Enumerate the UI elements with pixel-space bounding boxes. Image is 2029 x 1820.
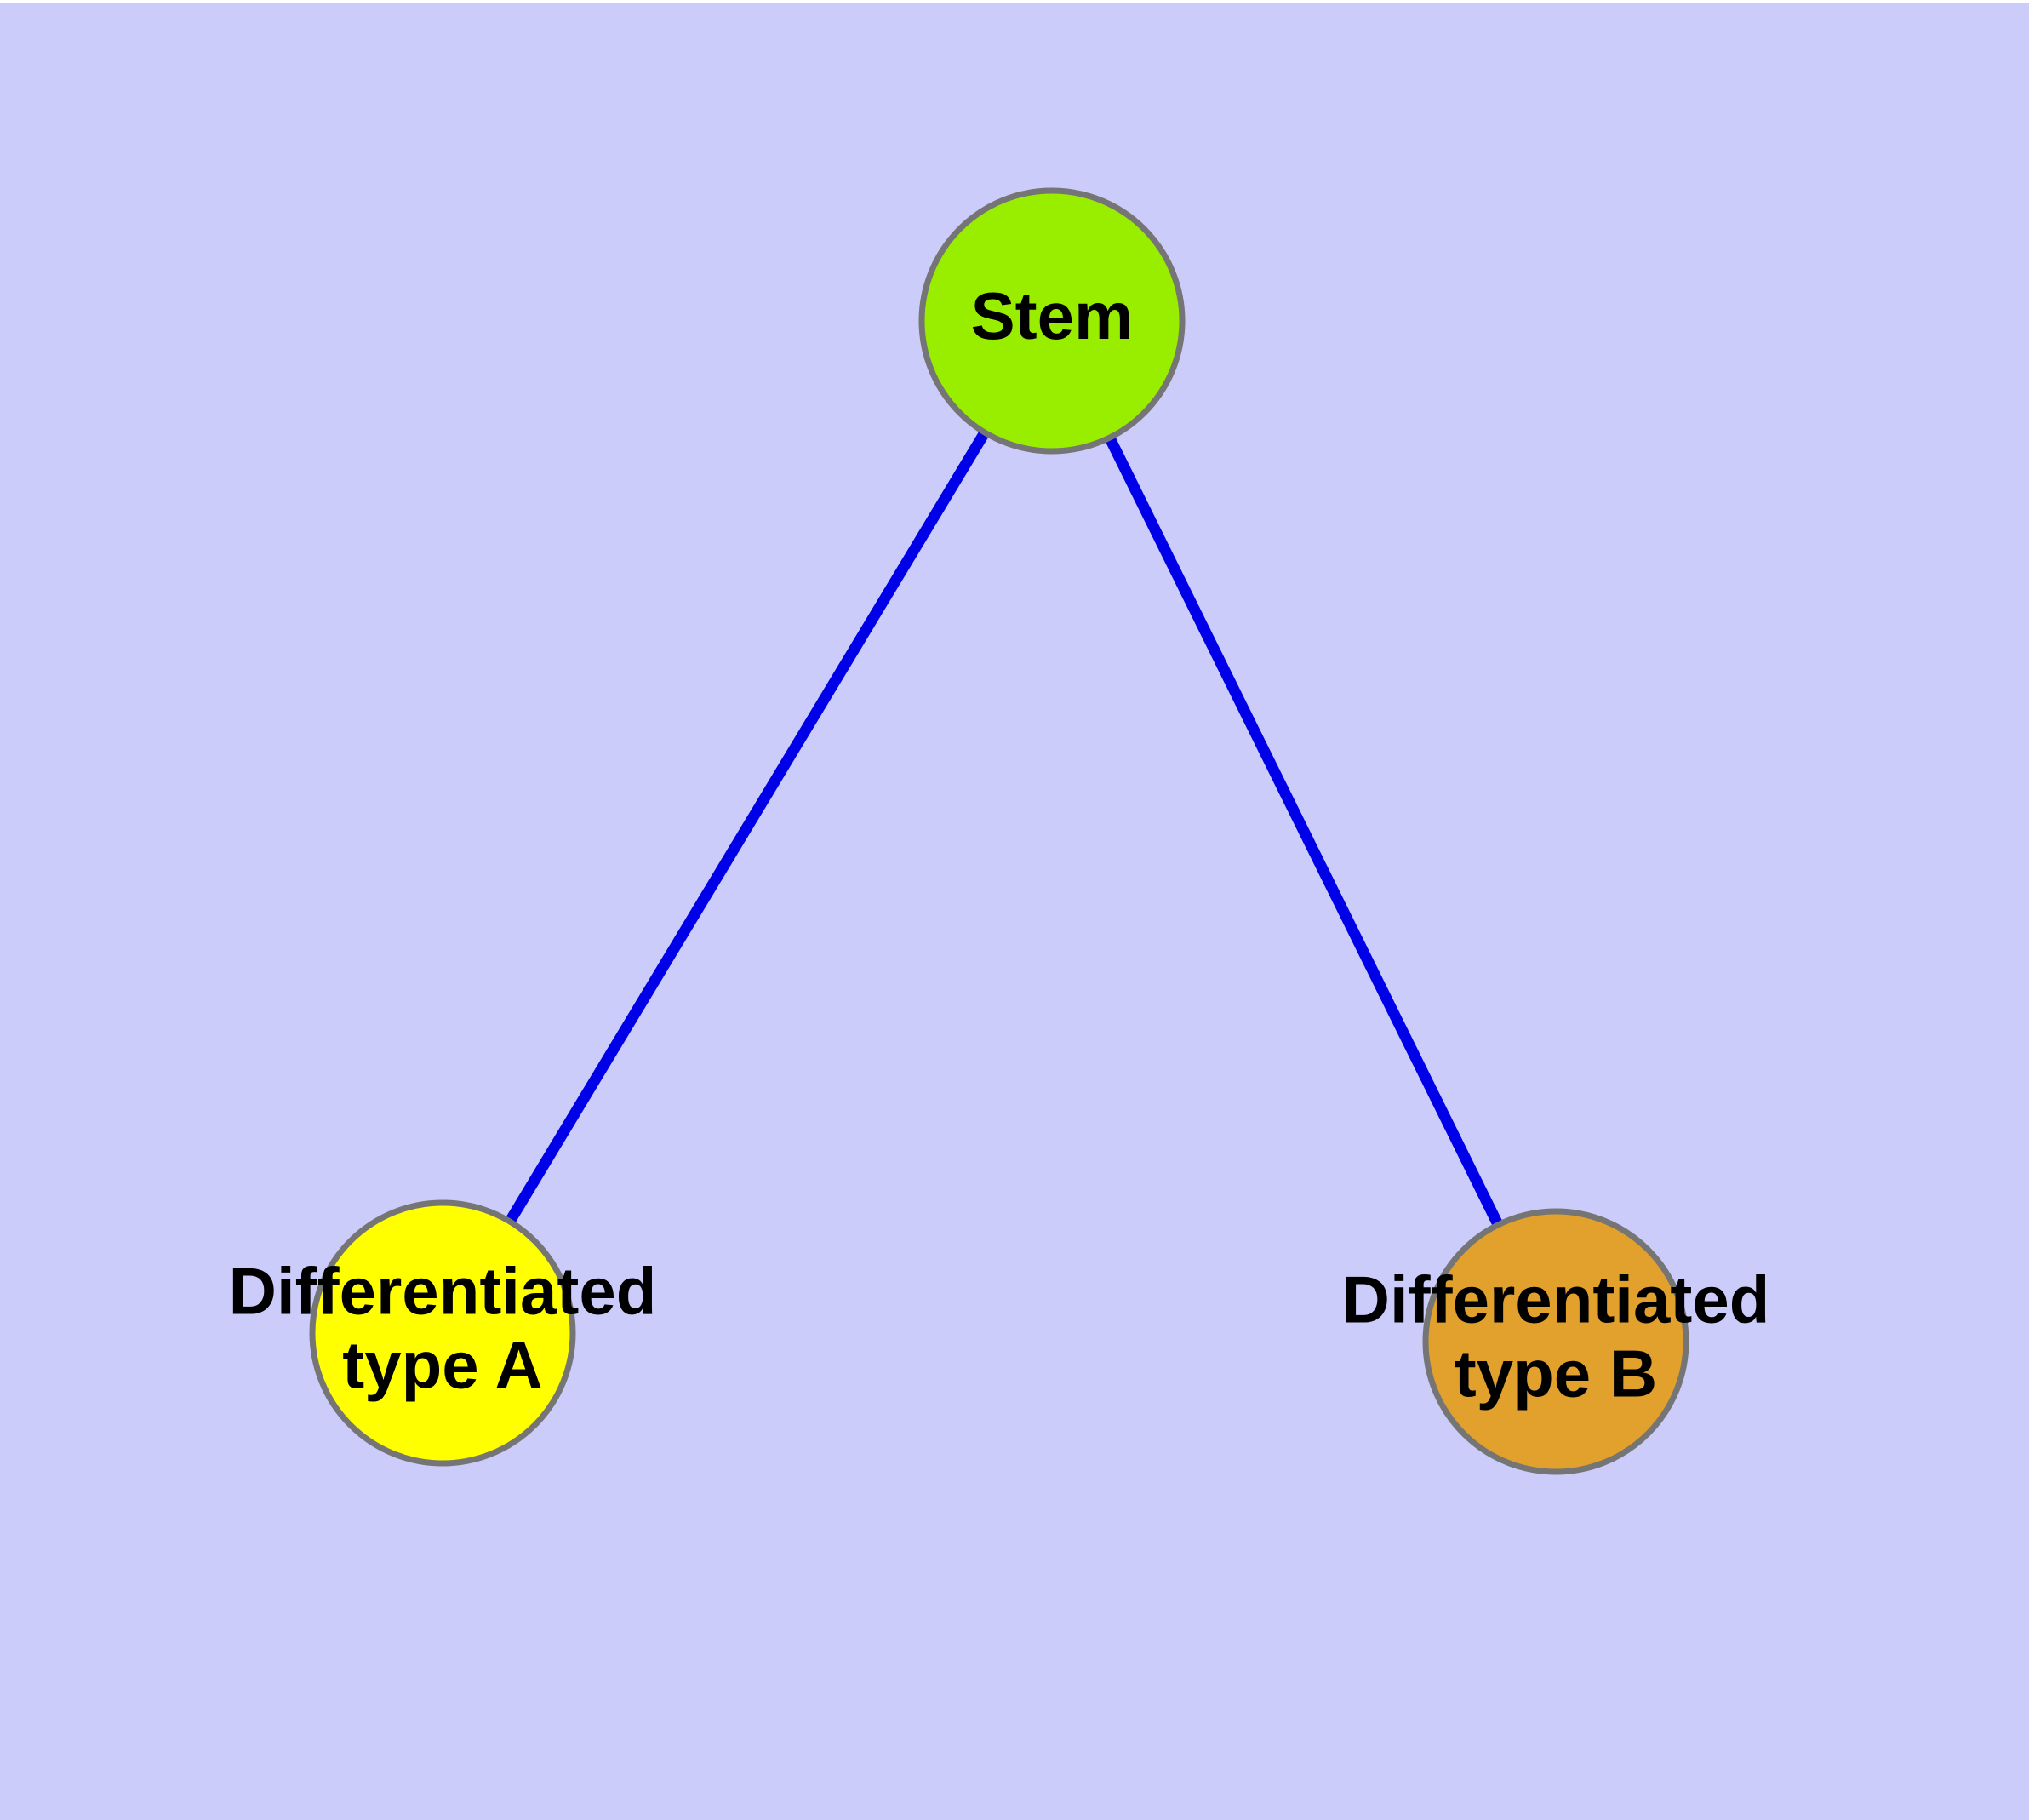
graph-node-diff_b[interactable] [1422,1208,1689,1475]
graph-node-label-line: type B [1455,1336,1657,1411]
graph-node-stem[interactable] [918,187,1186,455]
graph-node-diff_a[interactable] [309,1199,576,1467]
node-layer [309,187,1689,1475]
graph-edge-stem-diff_a[interactable] [502,425,992,1229]
graph-node-label-line: type A [342,1327,543,1402]
graph-node-label-stem: Stem [971,278,1134,353]
edge-layer [502,425,1506,1233]
graph-node-label-line: Stem [971,278,1134,353]
graph-node-label-line: Differentiated [1342,1262,1770,1336]
graph-node-label-line: Differentiated [229,1253,657,1328]
graph-edge-stem-diff_b[interactable] [1102,430,1506,1233]
